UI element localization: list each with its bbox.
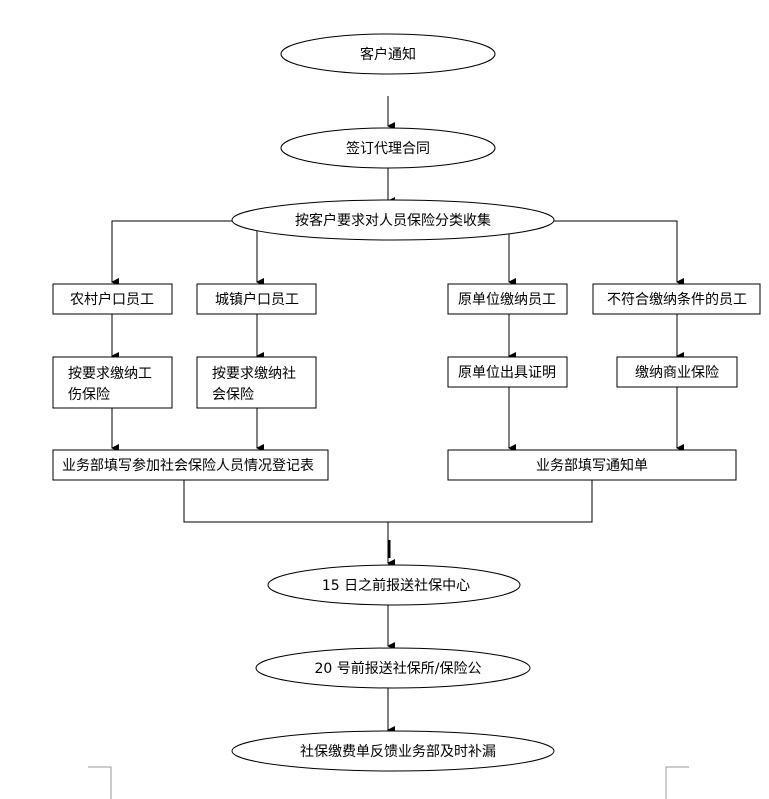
node-fill-notice-form: 业务部填写通知单	[447, 449, 737, 481]
node-label: 客户通知	[360, 46, 416, 63]
node-label: 不符合缴纳条件的员工	[607, 291, 747, 308]
edges	[111, 96, 684, 734]
node-label: 15 日之前报送社保中心	[322, 577, 470, 594]
edge-collect-to-ineligible-staff	[553, 220, 684, 286]
page-corner-mark-left	[88, 766, 112, 799]
node-label: 城镇户口员工	[215, 291, 299, 308]
node-urban-staff: 城镇户口员工	[196, 283, 317, 315]
node-label: 按客户要求对人员保险分类收集	[295, 212, 491, 229]
node-label-line-1: 按要求缴纳社	[212, 366, 296, 382]
node-sign-contract: 签订代理合同	[280, 127, 496, 169]
node-label-line-2: 会保险	[212, 387, 254, 403]
node-ineligible-staff: 不符合缴纳条件的员工	[592, 283, 761, 315]
node-pay-injury-insurance: 按要求缴纳工 伤保险	[52, 356, 173, 409]
node-customer-notice: 客户通知	[280, 33, 496, 75]
node-pay-commercial-insurance: 缴纳商业保险	[616, 356, 738, 388]
node-rural-staff: 农村户口员工	[52, 283, 173, 315]
node-label: 业务部填写参加社会保险人员情况登记表	[62, 457, 314, 474]
node-label: 20 号前报送社保所/保险公	[315, 660, 482, 677]
node-label: 农村户口员工	[70, 291, 154, 308]
node-submit-center: 15 日之前报送社保中心	[267, 564, 521, 606]
node-label: 签订代理合同	[346, 140, 430, 157]
node-original-unit-staff: 原单位缴纳员工	[447, 283, 568, 315]
node-label: 业务部填写通知单	[536, 457, 648, 474]
edge-collect-to-rural-staff	[111, 220, 233, 286]
node-original-unit-certificate: 原单位出具证明	[447, 356, 568, 388]
node-collect-by-type: 按客户要求对人员保险分类收集	[231, 199, 555, 241]
node-submit-office: 20 号前报送社保所/保险公	[255, 647, 531, 689]
node-label: 社保缴费单反馈业务部及时补漏	[300, 744, 496, 760]
node-label: 原单位缴纳员工	[458, 292, 556, 308]
node-feedback: 社保缴费单反馈业务部及时补漏	[231, 730, 555, 772]
edge-merge-forms	[183, 480, 593, 523]
node-fill-registration-form: 业务部填写参加社会保险人员情况登记表	[52, 449, 329, 481]
node-label-line-1: 按要求缴纳工	[68, 366, 152, 382]
page-corner-mark-right	[665, 766, 689, 799]
node-label: 原单位出具证明	[458, 365, 556, 381]
node-label: 缴纳商业保险	[635, 365, 719, 381]
node-pay-social-insurance: 按要求缴纳社 会保险	[196, 356, 317, 409]
node-label-line-2: 伤保险	[68, 387, 110, 403]
